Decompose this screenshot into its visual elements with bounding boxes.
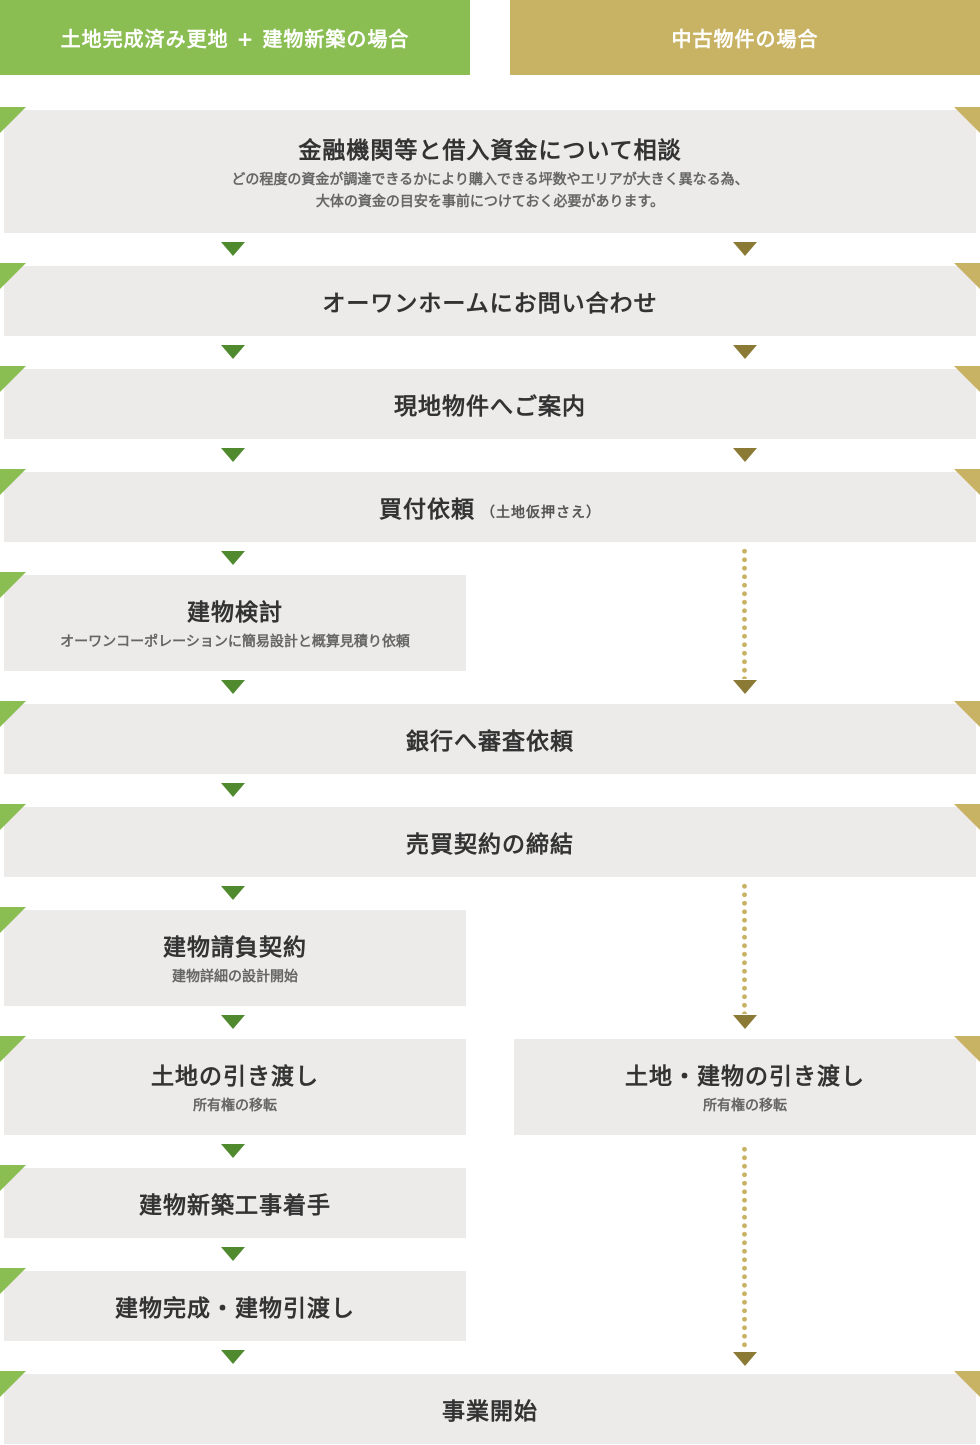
green-arrow-icon [221,1015,245,1029]
green-arrow-icon [221,783,245,797]
gold-corner-icon [954,701,980,727]
step-title: 建物請負契約 [163,935,307,961]
step-building-plan: 建物検討 オーワンコーポレーションに簡易設計と概算見積り依頼 [4,575,466,671]
gold-arrow-icon [733,680,757,694]
step-sub: どの程度の資金が調達できるかにより購入できる坪数やエリアが大きく異なる為、大体の… [231,169,748,213]
gold-corner-icon [954,1371,980,1397]
step-sub-line: どの程度の資金が調達できるかにより購入できる坪数やエリアが大きく異なる為、 [231,171,749,188]
green-corner-icon [0,804,26,830]
green-corner-icon [0,1165,26,1191]
step-business-start: 事業開始 [4,1374,976,1444]
header-new-build: 土地完成済み更地 + 建物新築の場合 [0,0,470,75]
step-bank-review: 銀行へ審査依頼 [4,704,976,774]
step-construction-start: 建物新築工事着手 [4,1168,466,1238]
step-title: 金融機関等と借入資金について相談 [298,137,682,164]
step-land-handover: 土地の引き渡し 所有権の移転 [4,1039,466,1135]
dotted-connector [742,1145,747,1351]
green-corner-icon [0,701,26,727]
step-title: 建物新築工事着手 [139,1193,331,1219]
green-corner-icon [0,1268,26,1294]
gold-arrow-icon [733,1015,757,1029]
green-arrow-icon [221,1350,245,1364]
dotted-connector [742,882,747,1014]
step-title: 建物完成・建物引渡し [115,1296,355,1322]
green-arrow-icon [221,1247,245,1261]
gold-corner-icon [954,107,980,133]
green-arrow-icon [221,242,245,256]
green-corner-icon [0,1371,26,1397]
green-arrow-icon [221,1144,245,1158]
step-title-text: 買付依頼 [379,497,475,523]
step-note: （土地仮押さえ） [481,505,601,521]
green-arrow-icon [221,886,245,900]
green-corner-icon [0,1036,26,1062]
gold-arrow-icon [733,448,757,462]
step-title: 銀行へ審査依頼 [406,729,574,755]
step-title: 建物検討 [187,600,283,626]
gold-corner-icon [954,366,980,392]
gold-corner-icon [954,1036,980,1062]
step-sub: 所有権の移転 [703,1098,787,1114]
dotted-connector [742,547,747,679]
step-title: 土地・建物の引き渡し [625,1064,865,1090]
green-corner-icon [0,107,26,133]
gold-corner-icon [954,469,980,495]
step-sub-line: 大体の資金の目安を事前につけておく必要があります。 [315,193,665,210]
header-used: 中古物件の場合 [510,0,980,75]
step-site-visit: 現地物件へご案内 [4,369,976,439]
green-arrow-icon [221,680,245,694]
step-purchase-request: 買付依頼 （土地仮押さえ） [4,472,976,542]
step-inquiry: オーワンホームにお問い合わせ [4,266,976,336]
green-arrow-icon [221,345,245,359]
green-corner-icon [0,572,26,598]
green-arrow-icon [221,551,245,565]
step-title: 現地物件へご案内 [394,394,586,420]
gold-arrow-icon [733,1352,757,1366]
step-title: オーワンホームにお問い合わせ [322,291,658,317]
step-title: 事業開始 [442,1399,538,1425]
step-consult-finance: 金融機関等と借入資金について相談 どの程度の資金が調達できるかにより購入できる坪… [4,110,976,233]
green-arrow-icon [221,448,245,462]
step-title: 売買契約の締結 [406,832,574,858]
step-sub: 所有権の移転 [193,1098,277,1114]
step-title: 土地の引き渡し [151,1064,319,1090]
gold-arrow-icon [733,345,757,359]
step-sub: オーワンコーポレーションに簡易設計と概算見積り依頼 [60,634,410,650]
step-construction-contract: 建物請負契約 建物詳細の設計開始 [4,910,466,1006]
green-corner-icon [0,907,26,933]
green-corner-icon [0,469,26,495]
gold-arrow-icon [733,242,757,256]
step-sub: 建物詳細の設計開始 [172,969,298,985]
gold-corner-icon [954,263,980,289]
step-building-completion: 建物完成・建物引渡し [4,1271,466,1341]
step-title: 買付依頼 （土地仮押さえ） [379,490,601,524]
step-land-building-handover: 土地・建物の引き渡し 所有権の移転 [514,1039,976,1135]
green-corner-icon [0,366,26,392]
step-sales-contract: 売買契約の締結 [4,807,976,877]
green-corner-icon [0,263,26,289]
gold-corner-icon [954,804,980,830]
